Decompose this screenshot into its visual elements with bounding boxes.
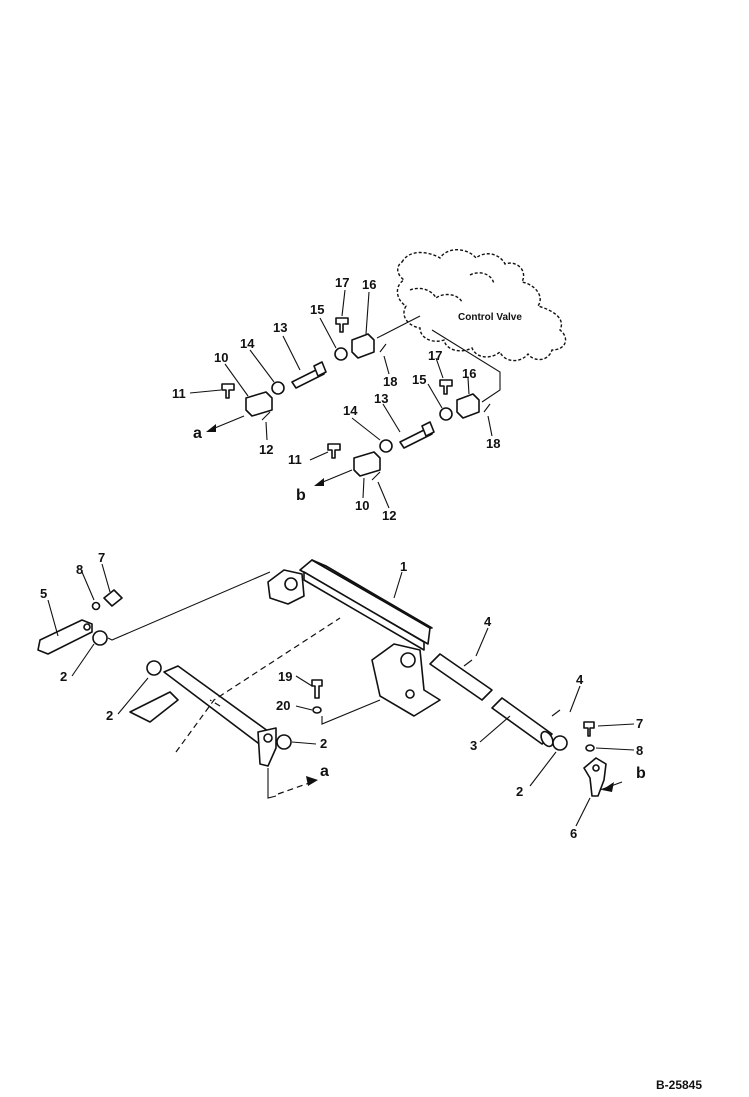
washer-20: [312, 706, 322, 714]
lever-5: [37, 619, 93, 655]
bolt-7: [583, 721, 595, 737]
bushing-2: [92, 630, 108, 646]
callout-8: 8: [636, 743, 643, 758]
view-arrow-a: a: [193, 425, 202, 442]
linkage-b: [309, 357, 493, 509]
callout-15: 15: [310, 302, 324, 317]
callout-16: 16: [462, 366, 476, 381]
pin-18: [379, 343, 387, 353]
callout-17: 17: [335, 275, 349, 290]
callout-2: 2: [516, 784, 523, 799]
lever-6: [583, 757, 607, 797]
bolt-17: [335, 317, 349, 333]
nut-14: [379, 439, 393, 453]
callout-5: 5: [40, 586, 47, 601]
callout-10: 10: [214, 350, 228, 365]
joint-16: [456, 393, 480, 419]
callout-10: 10: [355, 498, 369, 513]
pin-4: [463, 659, 473, 667]
callout-labels: 17 16 15 13 14 10 11 18 12 a 17 16 15 13…: [40, 275, 702, 1092]
callout-18: 18: [383, 374, 397, 389]
clevis-10: [245, 391, 273, 417]
callout-2: 2: [106, 708, 113, 723]
bushing-2: [552, 735, 568, 751]
callout-14: 14: [343, 403, 358, 418]
bolt-11: [327, 443, 341, 459]
lever-shaft: [129, 665, 277, 767]
callout-1: 1: [400, 559, 407, 574]
callout-11: 11: [172, 386, 186, 401]
callout-3: 3: [470, 738, 477, 753]
callout-18: 18: [486, 436, 500, 451]
washer-8: [91, 601, 101, 611]
pin-12: [371, 471, 381, 481]
nut-14: [271, 381, 285, 395]
leader-line: [376, 315, 421, 339]
callout-2: 2: [60, 669, 67, 684]
callout-19: 19: [278, 669, 292, 684]
callout-6: 6: [570, 826, 577, 841]
callout-20: 20: [276, 698, 290, 713]
callout-11: 11: [288, 452, 302, 467]
bolt-19: [311, 679, 323, 699]
callout-12: 12: [382, 508, 396, 523]
leader-line: [431, 329, 501, 403]
linkage-a: [189, 289, 390, 441]
callout-13: 13: [273, 320, 287, 335]
callout-15: 15: [412, 372, 426, 387]
drawing-number: B-25845: [656, 1078, 702, 1092]
callout-7: 7: [636, 716, 643, 731]
callout-7: 7: [98, 550, 105, 565]
bolt-17: [439, 379, 453, 395]
pin-4: [551, 709, 561, 717]
callout-14: 14: [240, 336, 255, 351]
pin-12: [261, 411, 271, 421]
bolt-11: [221, 383, 235, 399]
bushing-2: [276, 734, 292, 750]
view-arrow-a: a: [320, 763, 329, 780]
bracket-1: [267, 559, 441, 717]
callout-13: 13: [374, 391, 388, 406]
callout-12: 12: [259, 442, 273, 457]
callout-17: 17: [428, 348, 442, 363]
control-valve: Control Valve: [396, 249, 567, 362]
shaft-3: [429, 653, 554, 748]
callout-16: 16: [362, 277, 376, 292]
pin-18: [483, 403, 491, 413]
callout-8: 8: [76, 562, 83, 577]
callout-4: 4: [576, 672, 584, 687]
bushing-2: [146, 660, 162, 676]
clevis-10: [353, 451, 381, 477]
control-valve-label: Control Valve: [458, 312, 522, 323]
nut-15: [439, 407, 453, 421]
callout-2: 2: [320, 736, 327, 751]
callout-4: 4: [484, 614, 492, 629]
washer-8: [585, 744, 595, 752]
nut-15: [334, 347, 348, 361]
view-arrow-b: b: [636, 765, 646, 782]
view-arrow-b: b: [296, 487, 306, 504]
bolt-7: [103, 589, 123, 607]
joint-16: [351, 333, 375, 359]
